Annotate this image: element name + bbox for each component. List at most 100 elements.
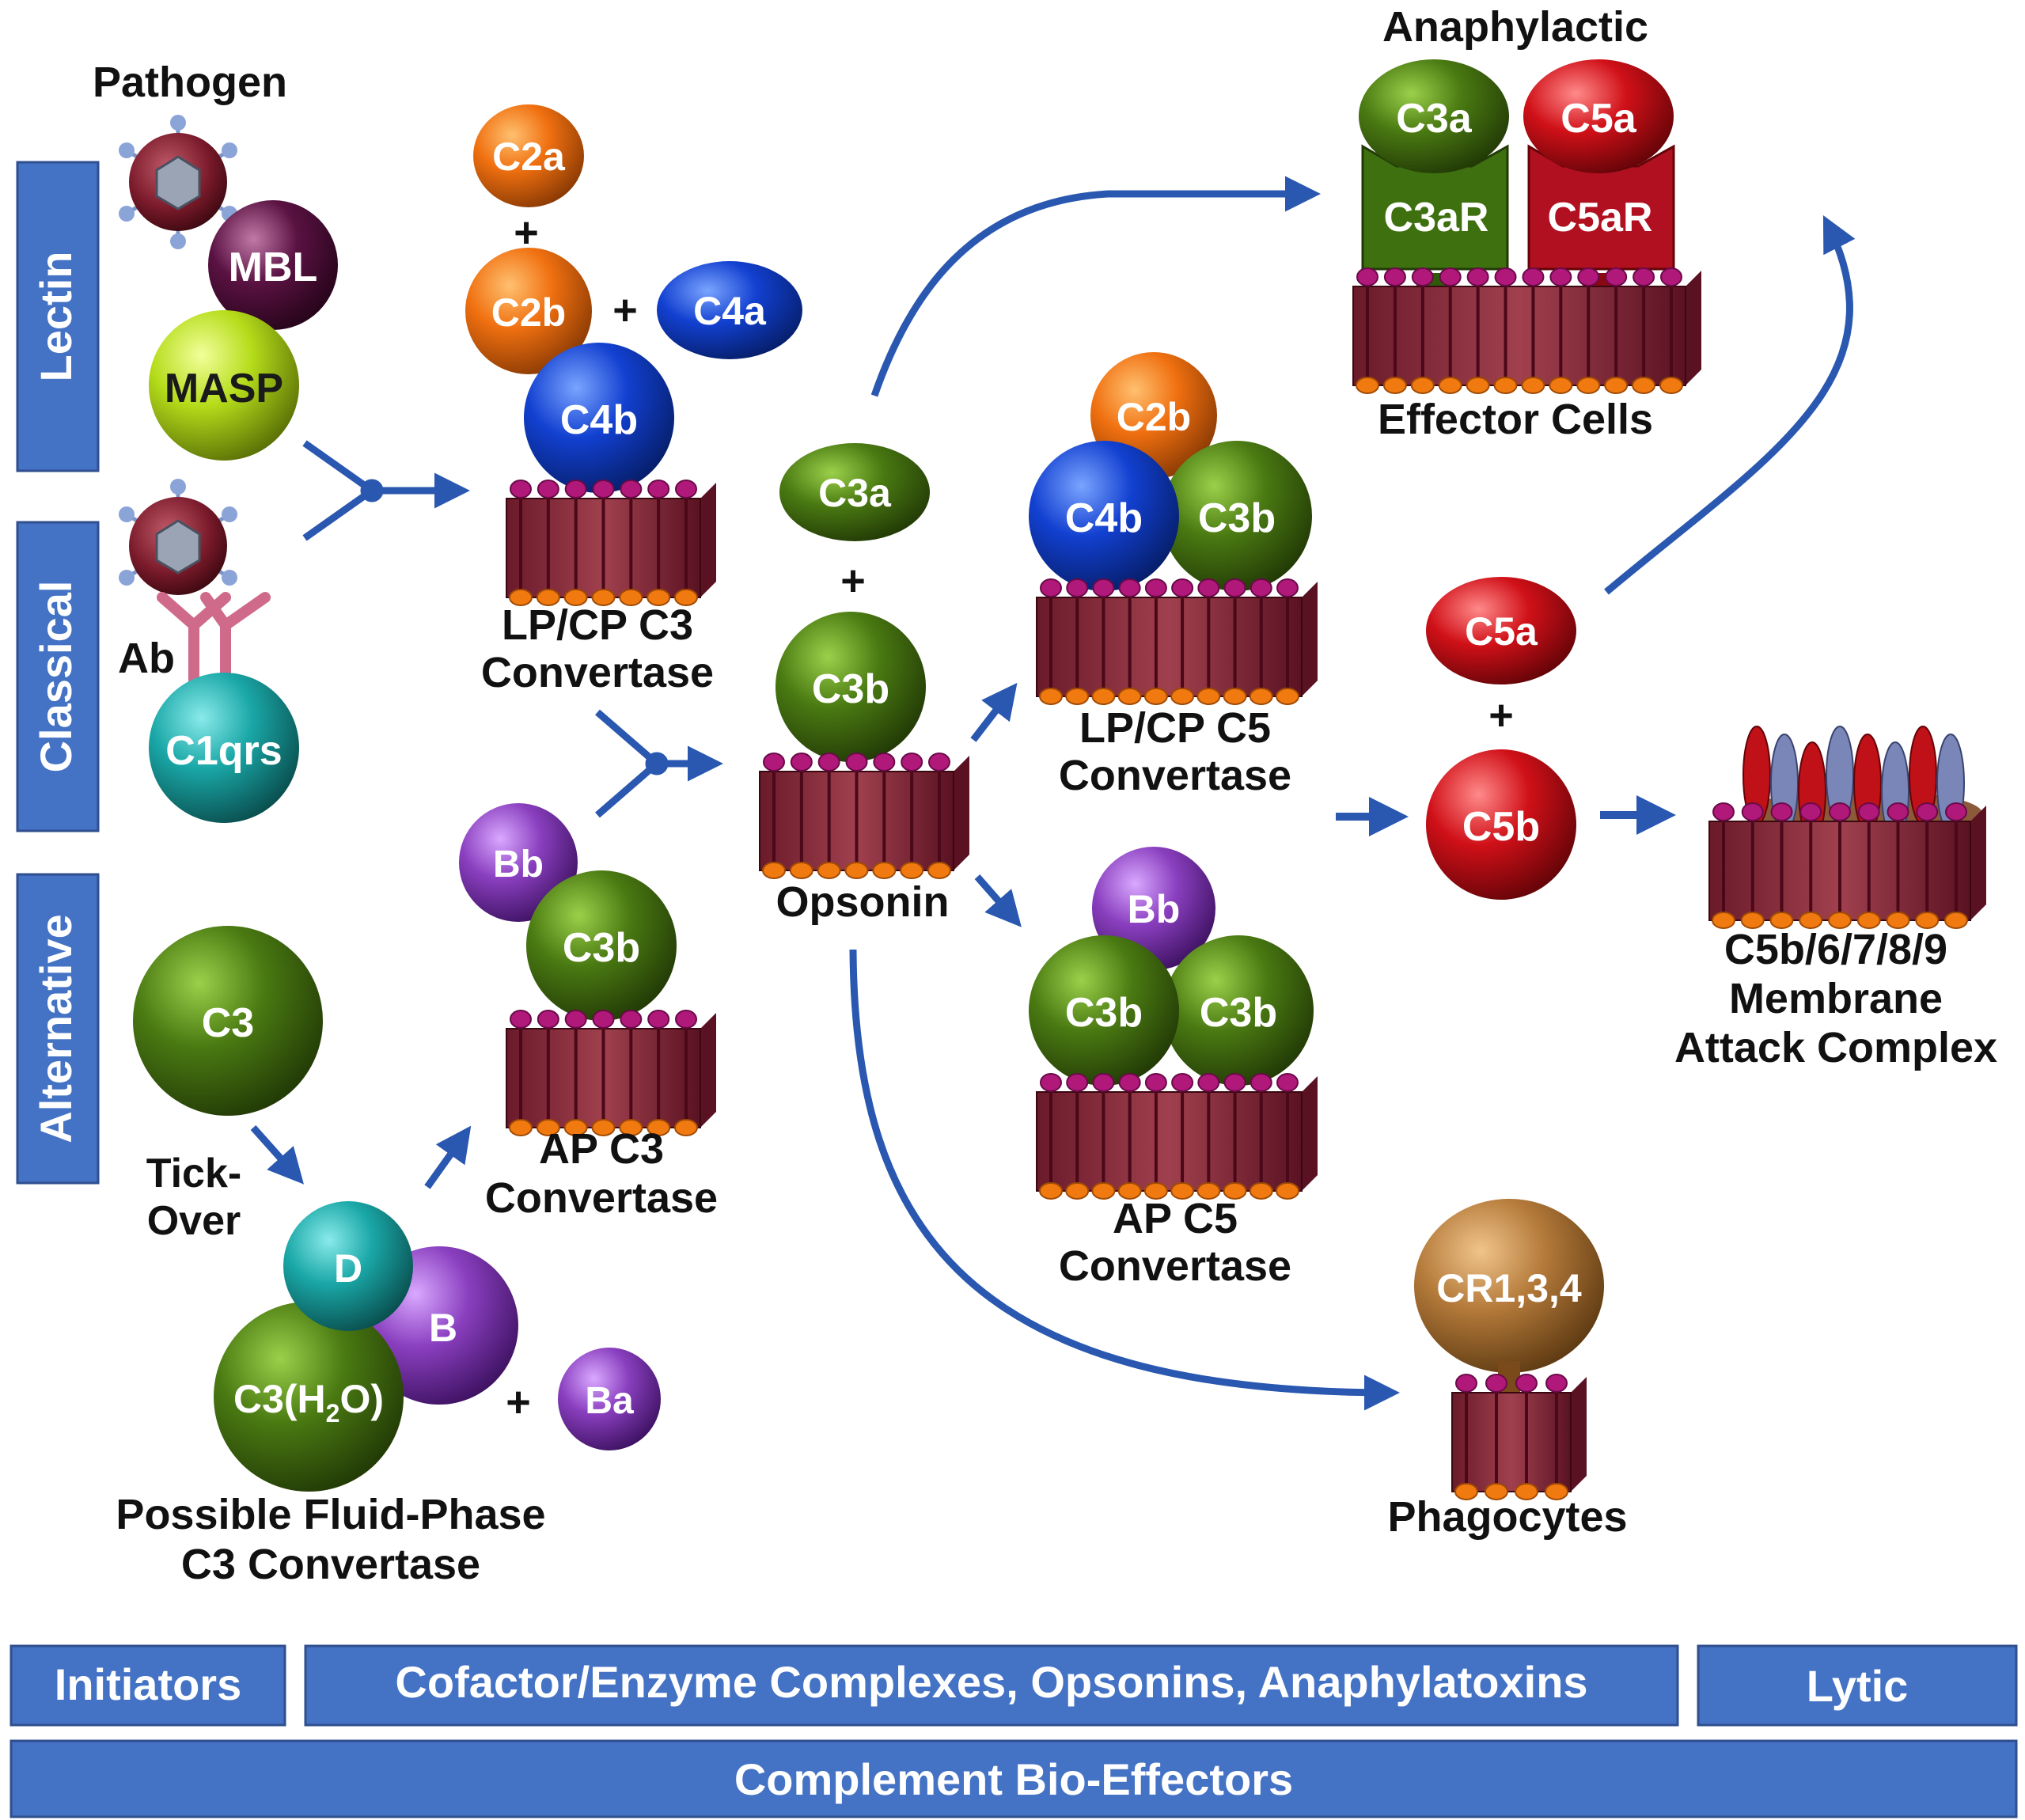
svg-text:Lytic: Lytic [1807,1661,1909,1711]
svg-text:C2a: C2a [492,135,566,179]
c4-plus: + [612,286,638,334]
lpcp-c5-label-2: Convertase [1059,752,1291,799]
opsonin-to-lpcp-c5-arrow [970,682,1018,742]
mac-label-1: C5b/6/7/8/9 [1724,926,1947,973]
effector-cells-label: Effector Cells [1378,396,1653,443]
svg-text:C5a: C5a [1560,96,1636,142]
c3h2o-protein: C3(H2O) [214,1302,404,1492]
ap-c5-membrane [1036,1073,1318,1200]
svg-text:Cofactor/Enzyme Complexes, Ops: Cofactor/Enzyme Complexes, Opsonins, Ana… [395,1657,1587,1707]
mac-label-3: Attack Complex [1674,1024,1997,1071]
factor-d-protein: D [283,1201,413,1331]
svg-text:C1qrs: C1qrs [165,728,282,774]
lpcp-c5-c4b-protein: C4b [1029,441,1179,591]
svg-text:C3b: C3b [563,925,640,971]
svg-text:C3b: C3b [1065,990,1143,1036]
svg-text:C3a: C3a [818,471,892,515]
mac-membrane [1708,802,1986,929]
mac-label-2: Membrane [1729,975,1943,1022]
ap-c3-label-1: AP C3 [539,1125,664,1173]
tick-over-line-2: Over [147,1198,241,1244]
opsonin-to-anaphylactic-arrow [870,176,1321,397]
footer-cofactor: Cofactor/Enzyme Complexes, Opsonins, Ana… [304,1644,1679,1727]
lpcp-c3-label-1: LP/CP C3 [502,601,693,649]
masp-protein: MASP [149,310,299,461]
opsonin-plus: + [840,557,866,605]
mbl-protein: MBL [208,200,338,330]
pathway-alternative: Alternative [16,873,100,1185]
svg-text:C4a: C4a [693,289,767,333]
svg-text:C3b: C3b [812,666,889,712]
lectin-label: Lectin [31,252,81,382]
fluid-to-ap-arrow [424,1125,472,1189]
classical-label: Classical [31,581,81,773]
lpcp-c5-membrane [1036,578,1318,705]
ba-protein: Ba [558,1348,661,1450]
ap-c5-c3b-right-protein: C3b [1163,935,1314,1086]
svg-text:C3: C3 [202,1000,254,1046]
svg-text:CR1,3,4: CR1,3,4 [1436,1266,1582,1310]
bb-protein: Bb [459,803,578,922]
lpcp-c3-label-2: Convertase [481,649,714,696]
c2a-protein: C2a [473,104,584,207]
svg-text:C2b: C2b [491,290,566,335]
pathogen-icon [119,115,237,249]
effector-membrane [1352,267,1701,394]
svg-text:D: D [334,1246,362,1291]
pathogen-label: Pathogen [93,59,287,106]
opsonin-to-ap-c5-arrow [974,874,1022,927]
svg-text:C4b: C4b [560,397,638,443]
opsonin-membrane [759,753,969,879]
svg-text:C3aR: C3aR [1384,195,1489,241]
svg-text:C5a: C5a [1465,609,1538,654]
ap-c5-label-2: Convertase [1059,1242,1291,1290]
svg-text:MASP: MASP [165,366,283,411]
c4b-protein: C4b [524,343,674,493]
svg-text:C3b: C3b [1200,990,1277,1036]
ap-c3-label-2: Convertase [485,1174,718,1222]
footer-bioeffectors: Complement Bio-Effectors [9,1739,2018,1818]
svg-text:C3a: C3a [1396,96,1472,142]
c2b-protein: C2b [465,248,592,374]
tick-over-line-1: Tick- [146,1151,241,1196]
anaphylactic-title: Anaphylactic [1382,3,1648,51]
svg-text:Ba: Ba [585,1380,634,1422]
opsonin-c3a-protein: C3a [779,443,930,541]
svg-text:C5b: C5b [1462,804,1540,850]
opsonin-to-phagocytes-arrow [849,949,1400,1411]
opsonin-c3b-protein: C3b [775,612,926,762]
antibody-label: Ab [118,635,175,682]
svg-text:Complement Bio-Effectors: Complement Bio-Effectors [734,1754,1293,1804]
converge-arrow-2 [595,709,723,818]
svg-text:C2b: C2b [1117,395,1191,439]
antibody-icon [157,592,271,702]
lpcp-c5-label-1: LP/CP C5 [1079,704,1271,752]
svg-text:Bb: Bb [493,844,544,885]
svg-text:C3b: C3b [1198,495,1276,541]
fluid-phase-line-1: Possible Fluid-Phase [116,1491,545,1538]
c3-protein: C3 [133,926,323,1116]
lpcp-c3-membrane [506,480,716,606]
c5a-to-anaphylactic-arrow [1604,214,1856,595]
c5a-protein: C5a [1426,577,1576,684]
lpcp-c5-c3b-protein: C3b [1162,441,1312,591]
svg-text:Initiators: Initiators [55,1659,241,1709]
svg-text:Bb: Bb [1128,887,1181,931]
ap-c3-membrane [506,1010,716,1136]
pathway-lectin: Lectin [16,161,100,472]
c5b-protein: C5b [1426,749,1576,900]
pathogen-classical-icon [119,479,237,595]
svg-text:MBL: MBL [229,245,318,290]
pathway-classical: Classical [16,521,100,832]
converge-arrow-1 [302,440,470,541]
tick-over-arrow [250,1125,304,1185]
alternative-label: Alternative [31,914,81,1143]
anaphylactic-c5a-protein: C5a [1523,59,1674,173]
phagocytes-label: Phagocytes [1387,1493,1627,1541]
c4a-protein: C4a [657,261,802,359]
ba-plus: + [506,1378,531,1426]
footer-initiators: Initiators [9,1644,286,1727]
svg-text:B: B [429,1306,457,1350]
c5-plus: + [1488,692,1514,739]
